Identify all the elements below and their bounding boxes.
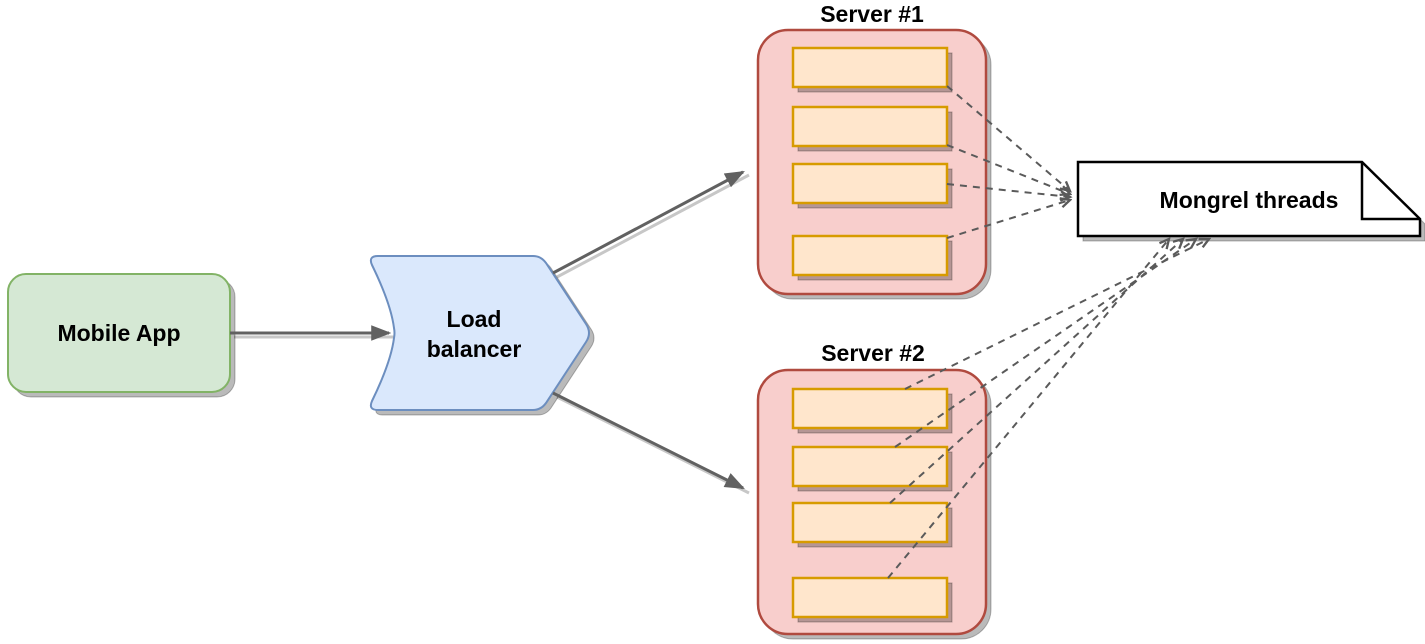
edge-thread-to-note xyxy=(904,239,1209,390)
thread-rect xyxy=(791,445,949,488)
edge-thread-to-note xyxy=(946,200,1070,239)
server1-title: Server #1 xyxy=(820,1,924,27)
server1-thread-slots xyxy=(791,46,953,281)
edge-shadow xyxy=(556,395,750,495)
dashed-edges-server1 xyxy=(946,85,1070,239)
thread-rect xyxy=(791,576,949,619)
mobile-app-label: Mobile App xyxy=(57,320,180,346)
note-fold-corner xyxy=(1360,162,1420,221)
thread-rect xyxy=(791,162,949,205)
load-balancer-label-line1: Load xyxy=(447,306,502,332)
edge-thread-to-note xyxy=(946,85,1070,191)
thread-rect xyxy=(791,387,949,430)
server2-title: Server #2 xyxy=(821,340,925,366)
edge-shadow xyxy=(556,173,750,279)
edge-thread-to-note xyxy=(887,239,1169,579)
mongrel-note-label: Mongrel threads xyxy=(1160,187,1339,213)
edge-thread-to-note xyxy=(889,239,1183,504)
load-balancer-label-line2: balancer xyxy=(427,336,522,362)
thread-rect xyxy=(791,46,949,89)
load-balancer-node xyxy=(369,255,590,411)
edge-loadbalancer-server2 xyxy=(552,391,745,490)
edge-thread-to-note xyxy=(946,144,1070,194)
thread-rect xyxy=(791,105,949,148)
dashed-edges-server2 xyxy=(887,239,1209,579)
thread-rect xyxy=(791,234,949,277)
edge-loadbalancer-server1 xyxy=(552,170,745,275)
